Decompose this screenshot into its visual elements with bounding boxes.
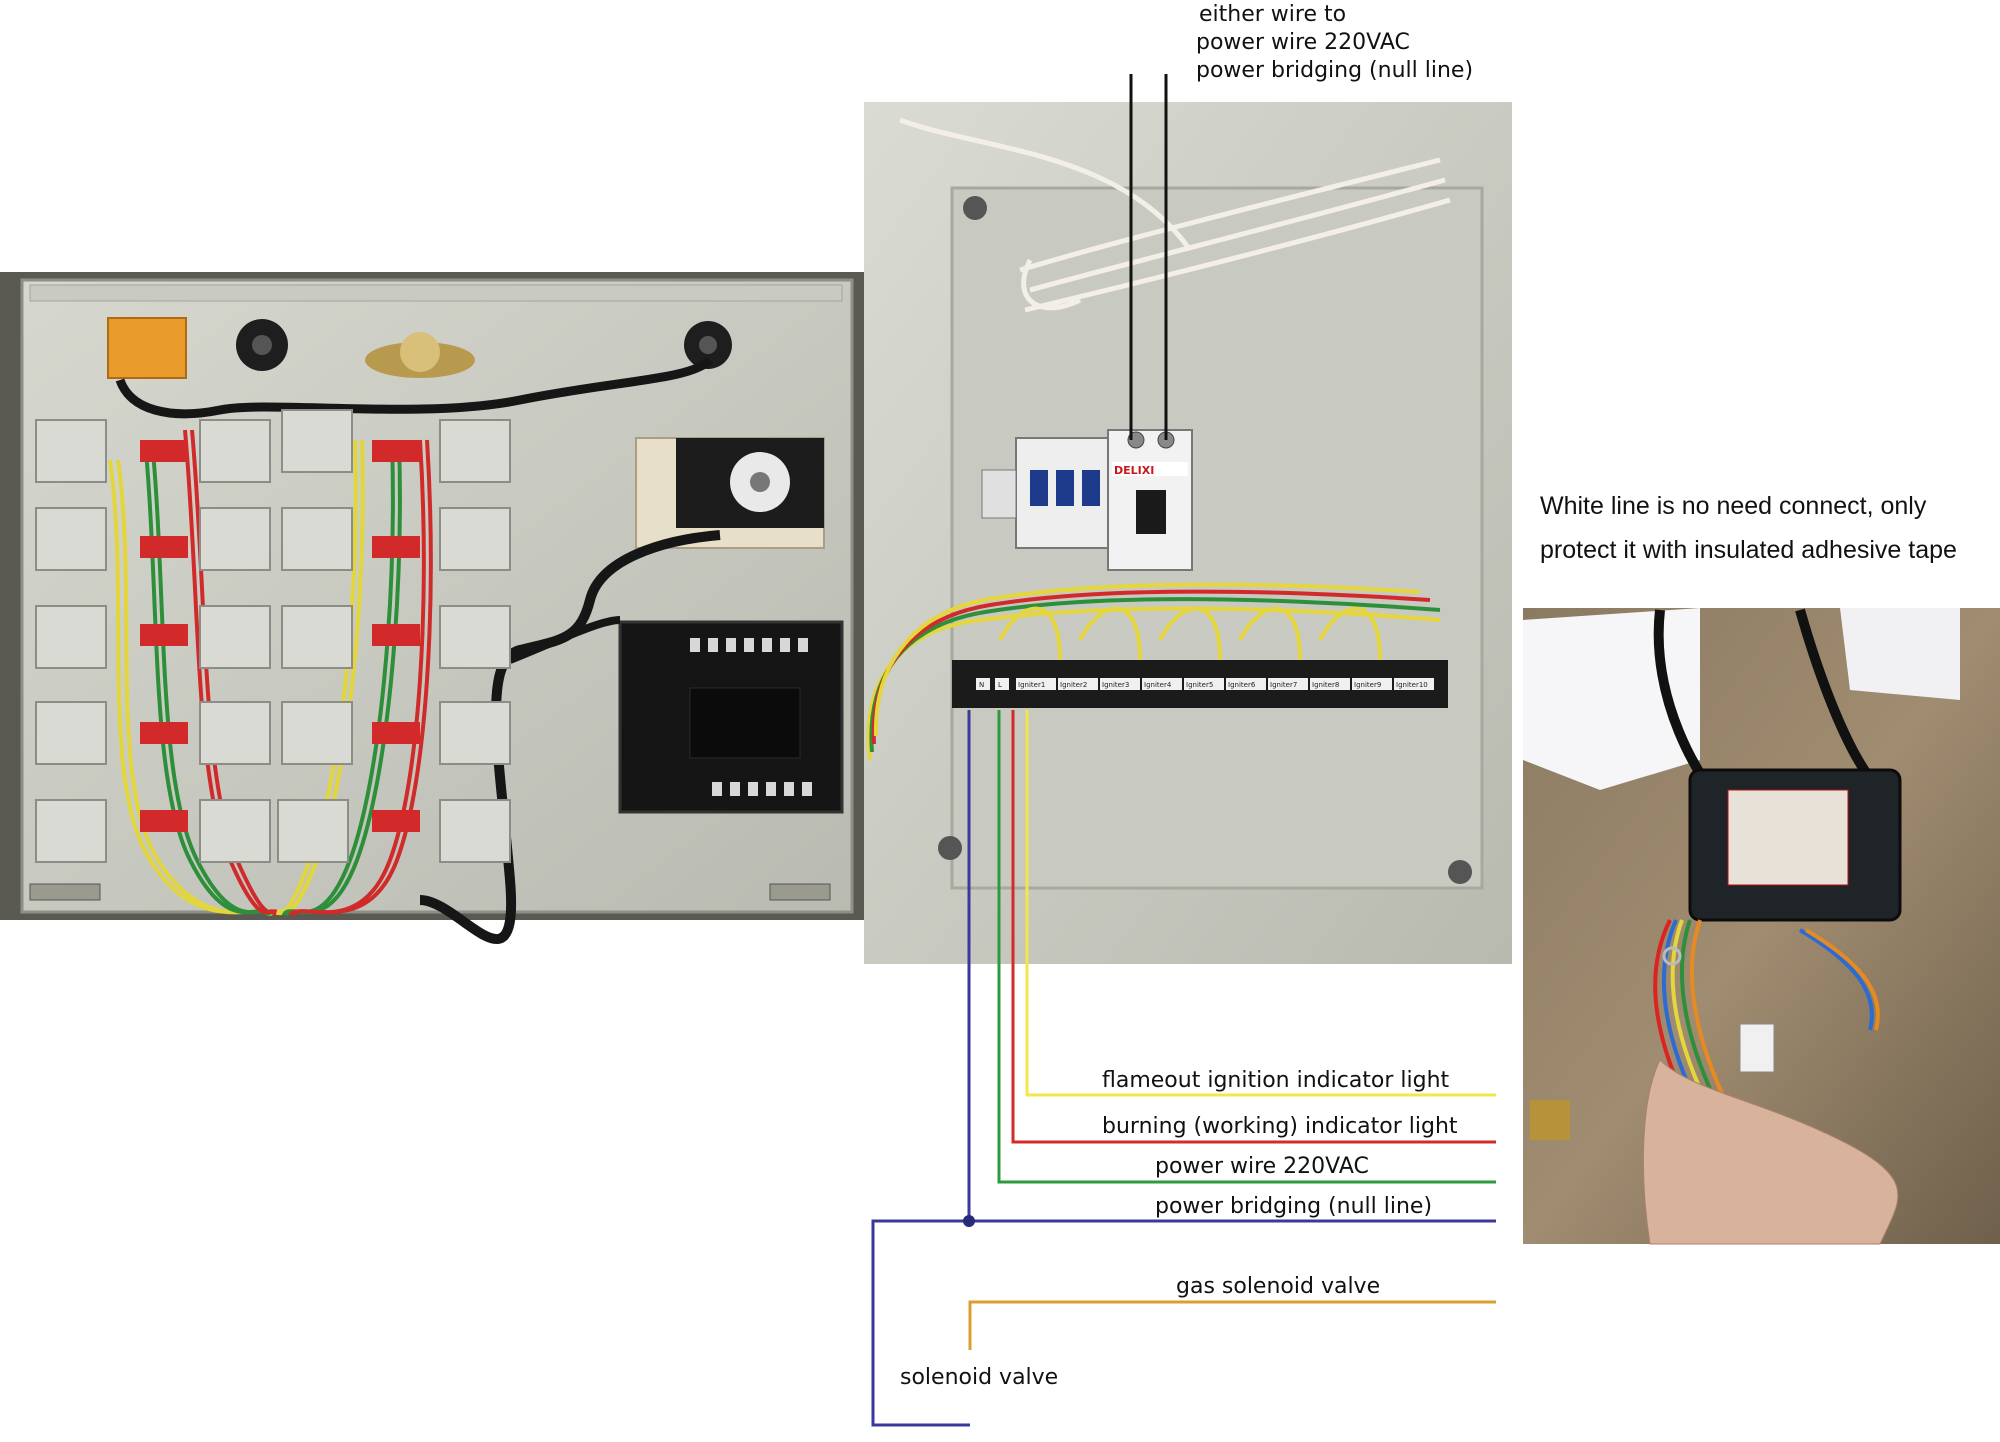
label-gas-solenoid-valve: gas solenoid valve bbox=[1176, 1274, 1380, 1299]
label-flameout-indicator: flameout ignition indicator light bbox=[1102, 1068, 1450, 1093]
terminal-label: Igniter9 bbox=[1354, 681, 1381, 689]
terminal-label: Igniter8 bbox=[1312, 681, 1339, 689]
top-label-either-wire: either wire to bbox=[1199, 2, 1346, 27]
wire-lines bbox=[871, 710, 1496, 1427]
green-wire-line bbox=[997, 710, 1496, 1184]
label-power-bridging: power bridging (null line) bbox=[1155, 1194, 1432, 1219]
breaker-brand-text: DELIXI bbox=[1114, 464, 1154, 477]
junction-dot-icon bbox=[963, 1215, 975, 1227]
top-label-power-wire: power wire 220VAC bbox=[1196, 30, 1410, 55]
top-labels: either wire to power wire 220VAC power b… bbox=[1196, 2, 1473, 83]
top-label-power-bridging: power bridging (null line) bbox=[1196, 58, 1473, 83]
left-panel-photo bbox=[0, 272, 864, 944]
terminal-label: Igniter3 bbox=[1102, 681, 1129, 689]
relay-socket-icon bbox=[107, 317, 187, 379]
terminal-label: Igniter6 bbox=[1228, 681, 1256, 689]
red-wire-line bbox=[1011, 710, 1496, 1144]
yellow-wire-line bbox=[1025, 710, 1496, 1097]
wire-labels: flameout ignition indicator light burnin… bbox=[900, 1068, 1458, 1390]
terminal-label: Igniter4 bbox=[1144, 681, 1172, 689]
note-line-2: protect it with insulated adhesive tape bbox=[1540, 536, 1957, 564]
terminal-label: L bbox=[998, 681, 1002, 689]
label-solenoid-valve: solenoid valve bbox=[900, 1365, 1058, 1390]
terminal-label: Igniter2 bbox=[1060, 681, 1087, 689]
label-burning-indicator: burning (working) indicator light bbox=[1102, 1114, 1458, 1139]
enclosure-photo: DELIXI N L Igniter1 Igniter2 Igniter3 Ig bbox=[864, 74, 1512, 964]
label-power-wire: power wire 220VAC bbox=[1155, 1154, 1369, 1179]
note-text: White line is no need connect, only prot… bbox=[1540, 492, 1957, 564]
igniter-module-photo bbox=[1523, 608, 2000, 1245]
blue-wire-return bbox=[871, 1219, 970, 1427]
terminal-label: Igniter1 bbox=[1018, 681, 1045, 689]
orange-wire-line bbox=[968, 1300, 1496, 1350]
note-line-1: White line is no need connect, only bbox=[1540, 492, 1927, 520]
terminal-label: Igniter5 bbox=[1186, 681, 1213, 689]
terminal-label: N bbox=[979, 681, 984, 689]
terminal-label: Igniter7 bbox=[1270, 681, 1297, 689]
terminal-label: Igniter10 bbox=[1396, 681, 1428, 689]
